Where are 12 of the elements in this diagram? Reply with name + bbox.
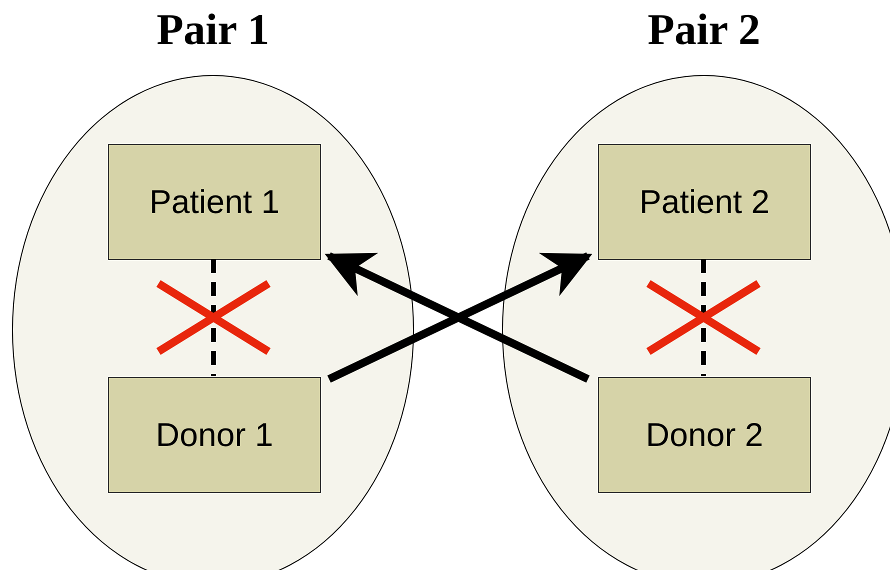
pair-heading: Pair 2	[648, 8, 760, 52]
person-box	[598, 377, 811, 493]
person-box	[108, 144, 321, 260]
person-label: Patient 2	[639, 182, 770, 222]
person-label: Donor 2	[646, 415, 764, 456]
person-box	[598, 144, 811, 260]
person-box	[108, 377, 321, 493]
connector-line	[211, 259, 216, 376]
person-label: Patient 1	[149, 182, 280, 222]
person-label: Donor 1	[156, 415, 274, 456]
connector-line	[701, 259, 706, 376]
pair-heading: Pair 1	[156, 8, 270, 52]
